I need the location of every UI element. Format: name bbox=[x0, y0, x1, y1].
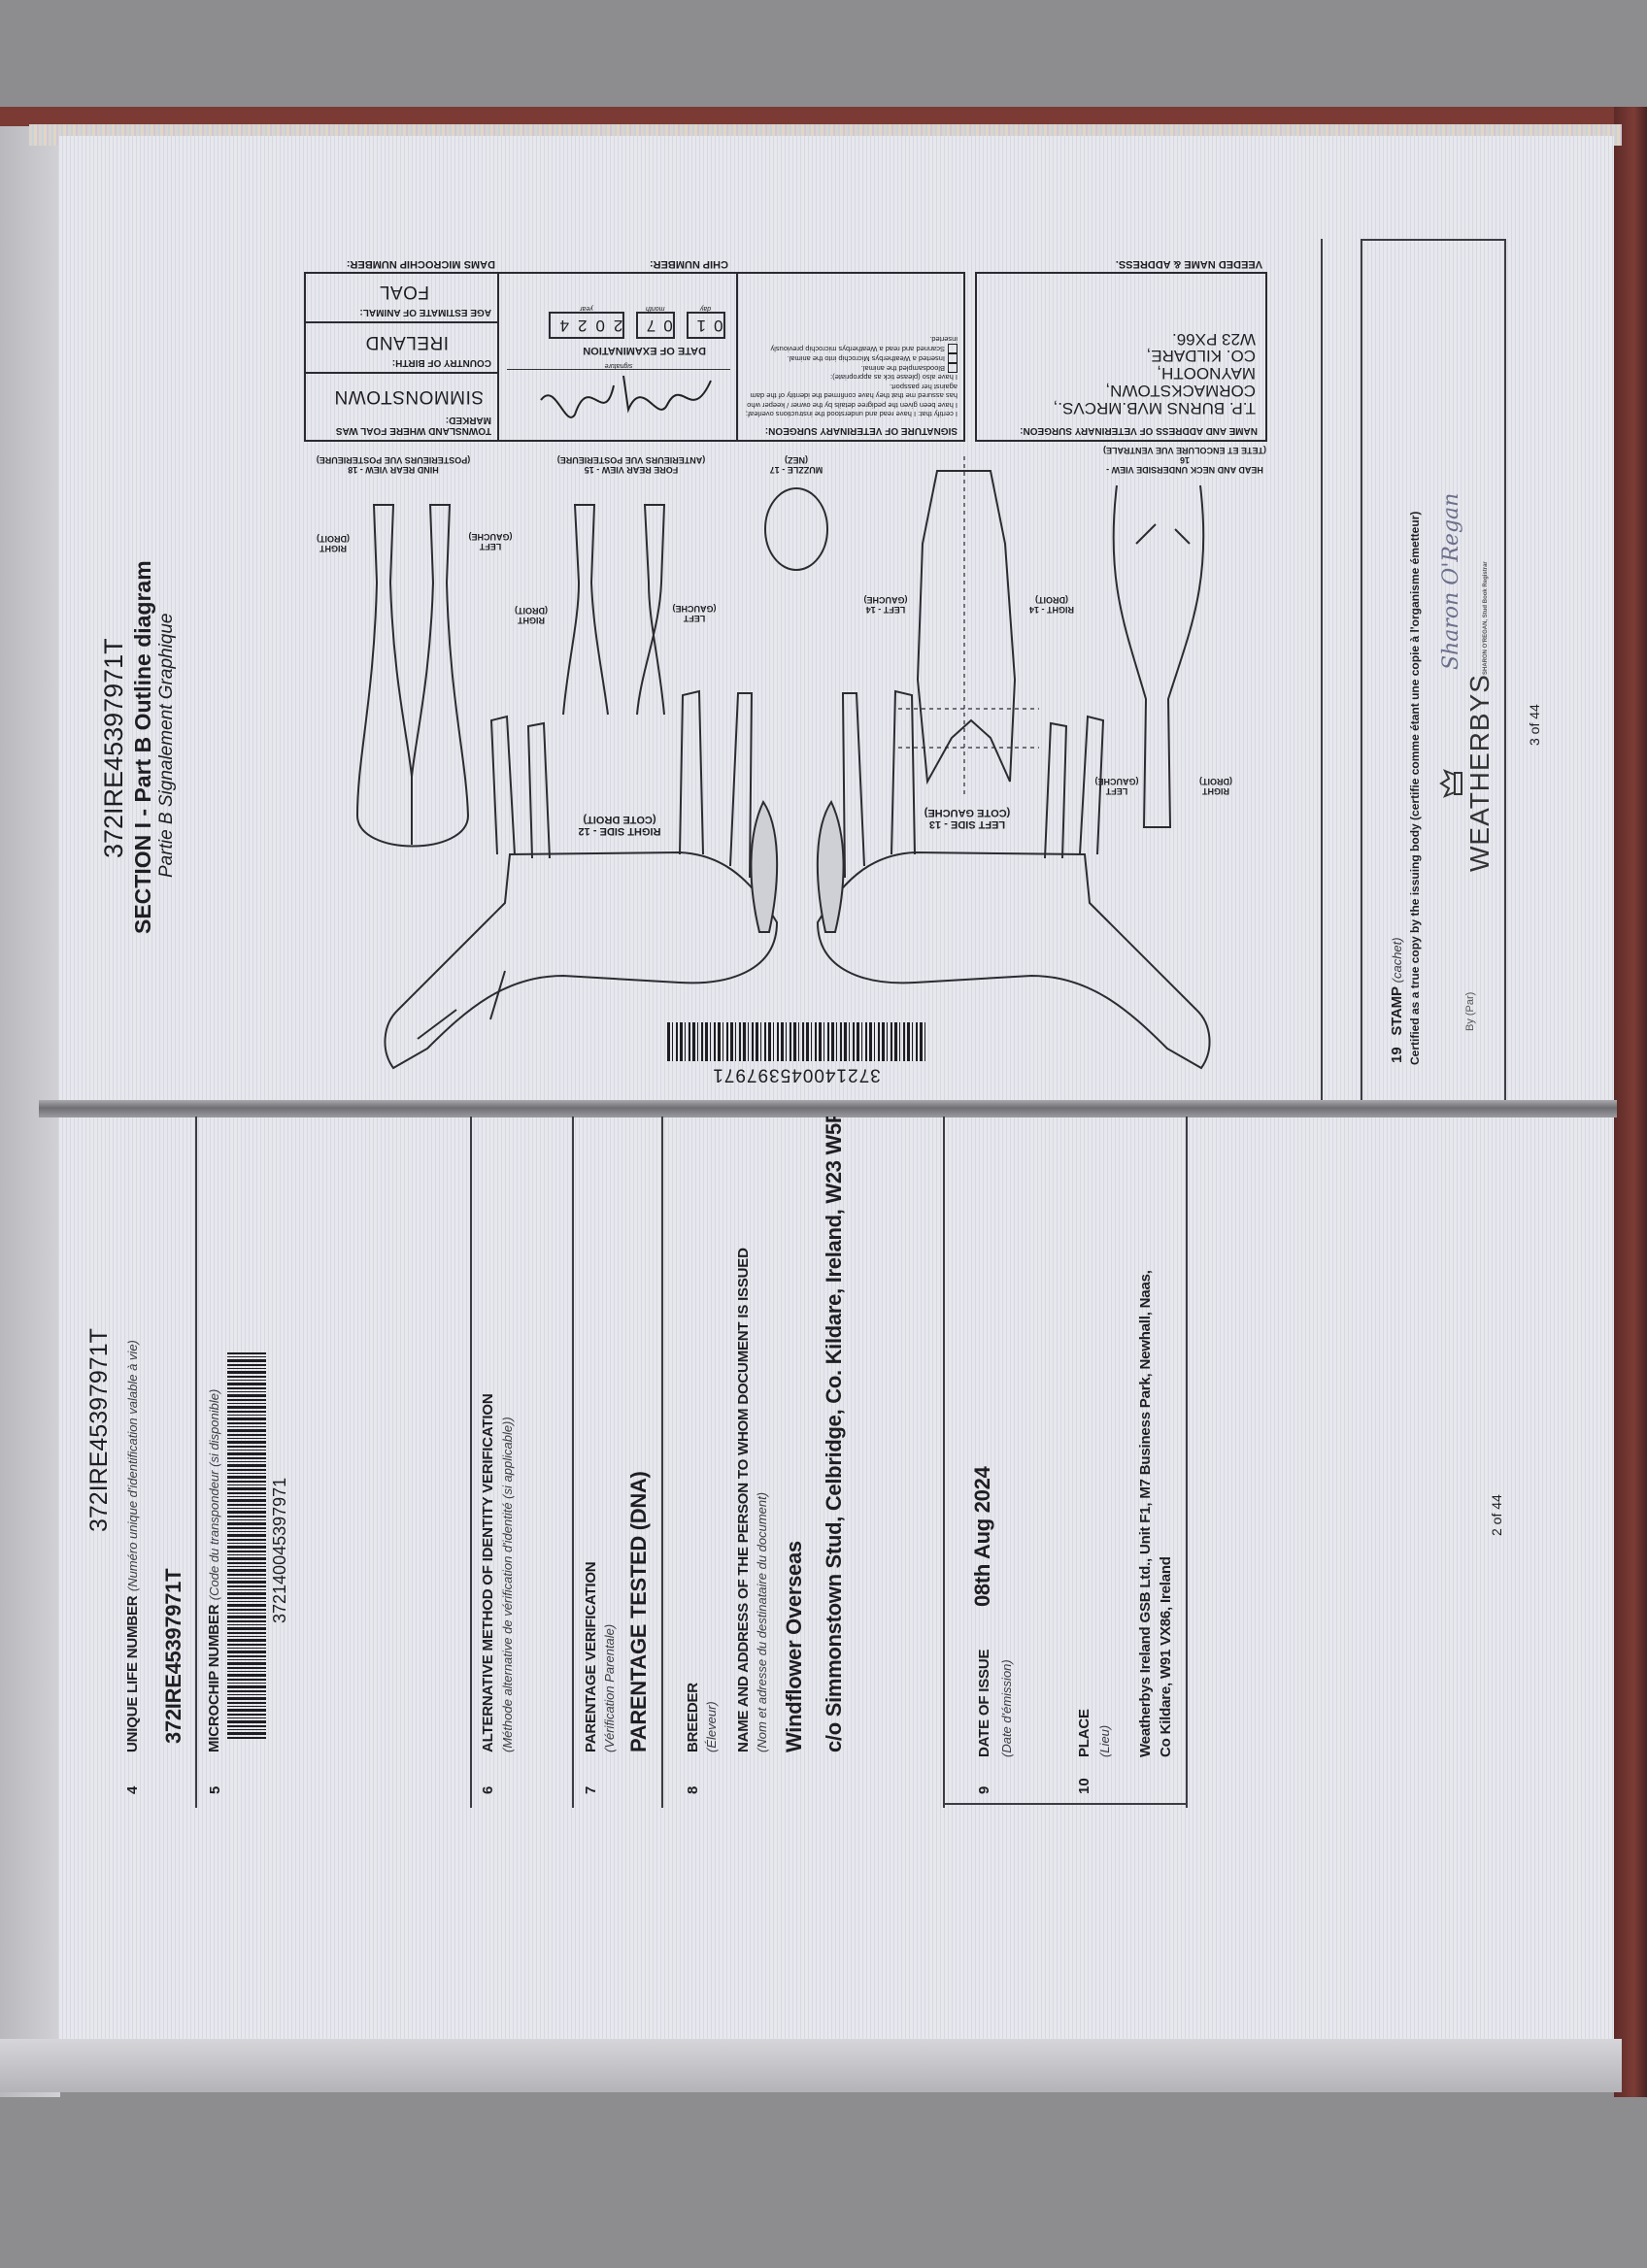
label-text: LEFT SIDE - 13 bbox=[928, 818, 1006, 831]
vet-signature-scribble bbox=[540, 375, 712, 418]
left-page bbox=[58, 1117, 1614, 2039]
stamp-box-border bbox=[1361, 239, 1506, 241]
book-spine bbox=[39, 1100, 1617, 1117]
label-text: RIGHT SIDE - 12 bbox=[578, 825, 661, 838]
weatherbys-crown-icon bbox=[1439, 769, 1462, 798]
label-text: LEFT - 14 bbox=[865, 604, 906, 615]
label-text-fr: (COTE GAUCHE) bbox=[924, 807, 1011, 818]
label-text-fr: (DROIT) bbox=[1199, 777, 1232, 786]
label-text: RIGHT bbox=[518, 615, 545, 625]
stamp-certified-text: Certified as a true copy by the issuing … bbox=[1408, 511, 1422, 1065]
label-text-fr: (GAUCHE) bbox=[863, 595, 908, 605]
label-text: RIGHT - 14 bbox=[1028, 604, 1075, 615]
stamp-box-border bbox=[1361, 239, 1362, 1100]
label-text: LEFT bbox=[683, 613, 706, 623]
label-text: LEFT bbox=[479, 541, 502, 551]
diagram-border bbox=[1321, 239, 1323, 1100]
label-text: RIGHT bbox=[319, 543, 347, 553]
hind-rear-view-drawing bbox=[355, 504, 470, 848]
label-text-fr: (DROIT) bbox=[515, 606, 548, 616]
label-head-right: RIGHT - 14(DROIT) bbox=[1028, 594, 1075, 615]
divider bbox=[943, 1117, 945, 1808]
label-text-fr: (GAUCHE) bbox=[672, 604, 717, 614]
label-hind-left: LEFT(GAUCHE) bbox=[468, 531, 513, 551]
label-text-fr: (COTE DROIT) bbox=[583, 814, 656, 825]
label-left-side: LEFT SIDE - 13(COTE GAUCHE) bbox=[924, 807, 1011, 830]
label-hind-right: RIGHT(DROIT) bbox=[317, 533, 350, 553]
passport-cover-edge bbox=[0, 107, 1622, 126]
label-text-fr: (DROIT) bbox=[1035, 595, 1069, 605]
head-underside-drawing bbox=[1112, 484, 1205, 828]
stamp-label: 19 STAMP (cachet) bbox=[1389, 937, 1405, 1063]
right-page bbox=[58, 136, 1614, 1102]
item-number-19: 19 bbox=[1389, 1047, 1405, 1063]
muzzle-drawing bbox=[764, 487, 828, 571]
page-stack-edge-bottom bbox=[0, 2039, 1622, 2092]
label-text-fr: (GAUCHE) bbox=[1094, 777, 1139, 786]
microchip-barcode bbox=[227, 1352, 266, 1741]
vet-details-box: SIGNATURE OF VETERINARY SURGEON: I certi… bbox=[304, 272, 965, 442]
label-right-side: RIGHT SIDE - 12(COTE DROIT) bbox=[579, 814, 661, 837]
label-text-fr: (GAUCHE) bbox=[468, 532, 513, 542]
label-neck-left: LEFT(GAUCHE) bbox=[1094, 776, 1139, 796]
horse-right-side-drawing bbox=[384, 689, 779, 1070]
vet-certificate-table: HEAD AND NECK UNDERSIDE VIEW - 16(TETE E… bbox=[291, 248, 1272, 476]
weatherbys-logo: WEATHERBYS bbox=[1464, 674, 1495, 872]
label-text-fr: (DROIT) bbox=[317, 534, 350, 544]
diagram-barcode-number: 372140045397971 bbox=[712, 1064, 881, 1085]
divider bbox=[470, 1117, 472, 1808]
stamp-by-label: By (Par) bbox=[1464, 991, 1476, 1031]
passport-cover-side bbox=[1614, 107, 1647, 2097]
fore-rear-view-drawing bbox=[562, 504, 666, 716]
right-page-number: 3 of 44 bbox=[1527, 704, 1542, 746]
registrar-signature: Sharon O'Regan bbox=[1439, 492, 1463, 670]
horse-left-side-drawing bbox=[816, 689, 1211, 1070]
divider bbox=[195, 1117, 197, 1808]
label-fore-left: LEFT(GAUCHE) bbox=[672, 603, 717, 623]
issue-box-bottom-border bbox=[1186, 1117, 1188, 1808]
issue-box-side-border bbox=[943, 1803, 1188, 1805]
diagram-barcode bbox=[667, 1022, 926, 1061]
divider bbox=[661, 1117, 663, 1808]
stamp-label-text: STAMP bbox=[1389, 986, 1405, 1036]
head-front-drawing bbox=[916, 470, 1017, 785]
label-head-left: LEFT - 14(GAUCHE) bbox=[863, 594, 908, 615]
label-neck-right: RIGHT(DROIT) bbox=[1199, 776, 1232, 796]
label-fore-right: RIGHT(DROIT) bbox=[515, 605, 548, 625]
label-text: RIGHT bbox=[1202, 785, 1229, 796]
divider bbox=[572, 1117, 574, 1808]
stamp-box-border bbox=[1504, 239, 1506, 1100]
label-text: LEFT bbox=[1105, 785, 1128, 796]
registrar-name: SHARON O'REGAN, Stud Book Registrar bbox=[1483, 561, 1489, 675]
stamp-label-fr: (cachet) bbox=[1390, 937, 1404, 984]
